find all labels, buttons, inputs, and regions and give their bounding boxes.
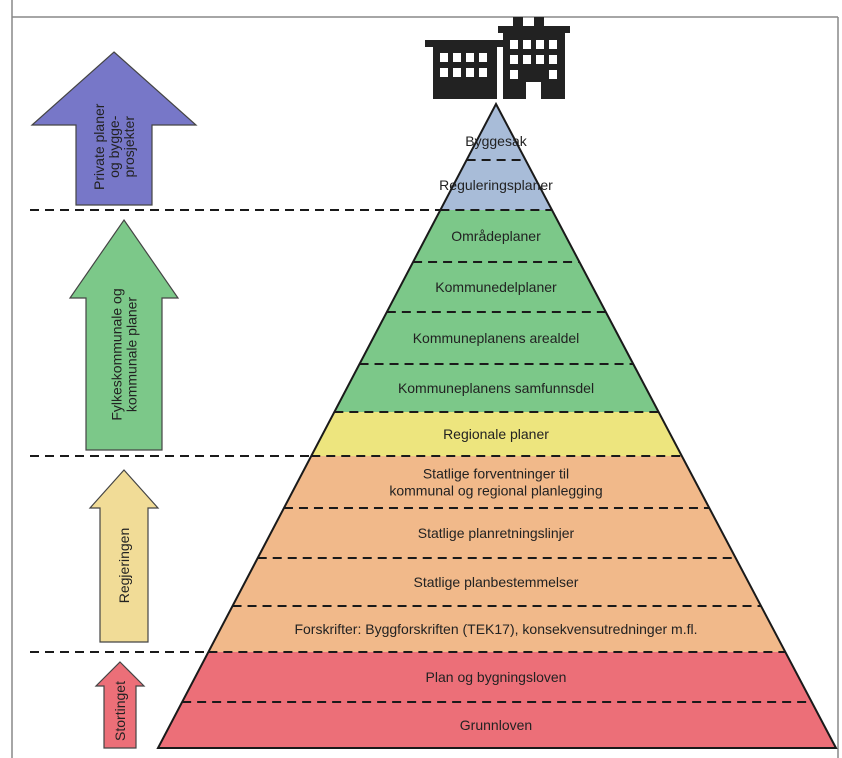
arrow-label: prosjekter (121, 116, 137, 178)
layer-label: Statlige forventninger til (423, 466, 569, 482)
layer-label: Kommuneplanens arealdel (413, 330, 580, 346)
arrow-label: og bygge- (106, 115, 122, 178)
layer-band (311, 412, 682, 456)
layer-forskrifter-byggforskriften-tek17-konsekvensutredninger-m-fl: Forskrifter: Byggforskriften (TEK17), ko… (208, 605, 786, 652)
pyramid: ByggesakReguleringsplanerOmrådeplanerKom… (156, 101, 838, 749)
layer-label: Kommunedelplaner (435, 279, 557, 295)
layer-band (182, 652, 812, 702)
arrow-shape (94, 661, 146, 749)
layer-band (283, 456, 710, 508)
arrow-label: Fylkeskommunale og (109, 288, 125, 420)
layer-label: Områdeplaner (451, 228, 541, 244)
arrow-regjeringen: Regjeringen (88, 469, 160, 643)
layer-kommuneplanens-arealdel: Kommuneplanens arealdel (359, 311, 634, 364)
layer-label: Reguleringsplaner (439, 177, 553, 193)
layer-band (158, 702, 836, 748)
layer-label: Forskrifter: Byggforskriften (TEK17), ko… (294, 621, 697, 637)
layer-label: kommunal og regional planlegging (389, 483, 602, 499)
layer-band (232, 558, 762, 606)
layer-byggesak: Byggesak (465, 104, 528, 160)
layer-grunnloven: Grunnloven (158, 701, 836, 748)
arrow-shape (30, 51, 198, 206)
layer-band (440, 160, 552, 210)
layer-label: Grunnloven (460, 717, 532, 733)
layer-regionale-planer: Regionale planer (311, 411, 682, 456)
layer-reguleringsplaner: Reguleringsplaner (439, 159, 553, 210)
layer-band (359, 312, 634, 364)
layer-band (208, 606, 786, 652)
layer-statlige-planbestemmelser: Statlige planbestemmelser (232, 557, 762, 606)
layer-label: Regionale planer (443, 426, 549, 442)
arrow-shape (68, 218, 180, 451)
layer-band (334, 364, 659, 412)
arrow-stortinget: Stortinget (94, 661, 146, 749)
layer-band (413, 210, 580, 262)
arrow-label: kommunale planer (124, 297, 140, 413)
layer-label: Kommuneplanens samfunnsdel (398, 380, 594, 396)
level-separators (30, 209, 441, 653)
layer-label: Statlige planbestemmelser (414, 574, 579, 590)
layer-band (257, 508, 736, 558)
layer-label: Byggesak (465, 133, 527, 149)
buildings-icon (425, 17, 570, 99)
layer-band (466, 104, 526, 160)
layer-label: Statlige planretningslinjer (418, 525, 575, 541)
layer-plan-og-bygningsloven: Plan og bygningsloven (182, 651, 812, 702)
layer-kommunedelplaner: Kommunedelplaner (386, 261, 606, 312)
layer-band (386, 262, 606, 312)
layer-label: Plan og bygningsloven (426, 669, 567, 685)
arrow-shape (88, 469, 160, 643)
arrow-label: Stortinget (112, 681, 128, 741)
layer-statlige-planretningslinjer: Statlige planretningslinjer (257, 507, 736, 558)
layer-kommuneplanens-samfunnsdel: Kommuneplanens samfunnsdel (334, 363, 659, 412)
pyramid-outline (156, 101, 838, 749)
arrow-label: Regjeringen (116, 528, 132, 604)
arrow-label: Private planer (91, 103, 107, 190)
layer-omr-deplaner: Områdeplaner (413, 209, 580, 262)
